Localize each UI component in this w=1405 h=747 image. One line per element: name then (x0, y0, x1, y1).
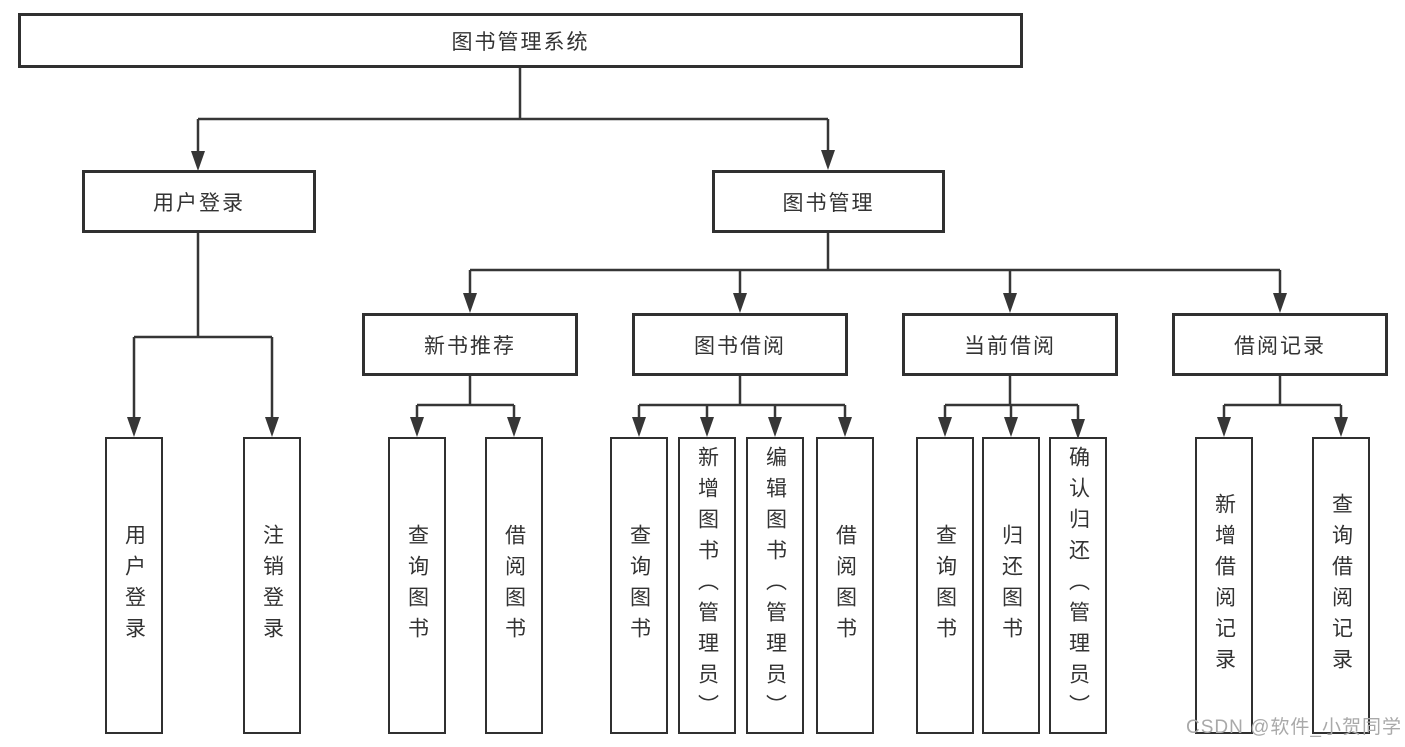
leaf-query-books-borrow: 查询图书 (610, 437, 668, 734)
node-label: 图书借阅 (694, 334, 786, 358)
leaf-logout: 注销登录 (243, 437, 301, 734)
leaf-label: 新增借阅记录 (1212, 492, 1236, 679)
leaf-borrow-books: 借阅图书 (816, 437, 874, 734)
leaf-return-books: 归还图书 (982, 437, 1040, 734)
leaf-label: 编辑图书（管理员） (763, 446, 787, 725)
node-label: 图书管理系统 (451, 30, 590, 54)
node-current-borrow: 当前借阅 (902, 313, 1118, 376)
node-book-borrow: 图书借阅 (632, 313, 848, 376)
leaf-label: 查询图书 (405, 523, 429, 648)
leaf-query-books-current: 查询图书 (916, 437, 974, 734)
leaf-label: 归还图书 (999, 523, 1023, 648)
leaf-label: 查询图书 (933, 523, 957, 648)
leaf-label: 新增图书（管理员） (695, 446, 719, 725)
leaf-label: 查询借阅记录 (1329, 492, 1353, 679)
node-user-login: 用户登录 (82, 170, 316, 233)
leaf-label: 查询图书 (627, 523, 651, 648)
node-library-management-system: 图书管理系统 (18, 13, 1023, 68)
node-new-book-recommend: 新书推荐 (362, 313, 578, 376)
node-label: 当前借阅 (964, 334, 1056, 358)
node-label: 图书管理 (782, 191, 875, 215)
leaf-add-books-admin: 新增图书（管理员） (678, 437, 736, 734)
connector-current-to-leaves (938, 376, 1085, 439)
node-book-management: 图书管理 (712, 170, 945, 233)
leaf-confirm-return-admin: 确认归还（管理员） (1049, 437, 1107, 734)
connector-login-to-leaves (127, 233, 279, 437)
leaf-query-borrow-record: 查询借阅记录 (1312, 437, 1370, 734)
leaf-label: 借阅图书 (833, 523, 857, 648)
connector-records-to-leaves (1217, 376, 1348, 437)
node-label: 借阅记录 (1234, 334, 1326, 358)
leaf-label: 借阅图书 (502, 523, 526, 648)
connector-root-to-level1 (191, 68, 835, 171)
leaf-label: 用户登录 (122, 523, 146, 648)
node-label: 用户登录 (153, 191, 245, 215)
leaf-user-login: 用户登录 (105, 437, 163, 734)
leaf-borrow-books-recommend: 借阅图书 (485, 437, 543, 734)
leaf-label: 确认归还（管理员） (1066, 446, 1090, 725)
node-label: 新书推荐 (424, 334, 516, 358)
csdn-watermark: CSDN @软件_小贺同学 (1186, 717, 1402, 738)
connector-manage-to-level2 (463, 233, 1287, 313)
leaf-edit-books-admin: 编辑图书（管理员） (746, 437, 804, 734)
leaf-query-books-recommend: 查询图书 (388, 437, 446, 734)
leaf-add-borrow-record: 新增借阅记录 (1195, 437, 1253, 734)
node-borrow-records: 借阅记录 (1172, 313, 1388, 376)
connector-recommend-to-leaves (410, 376, 521, 437)
connector-borrow-to-leaves (632, 376, 852, 437)
leaf-label: 注销登录 (260, 523, 284, 648)
